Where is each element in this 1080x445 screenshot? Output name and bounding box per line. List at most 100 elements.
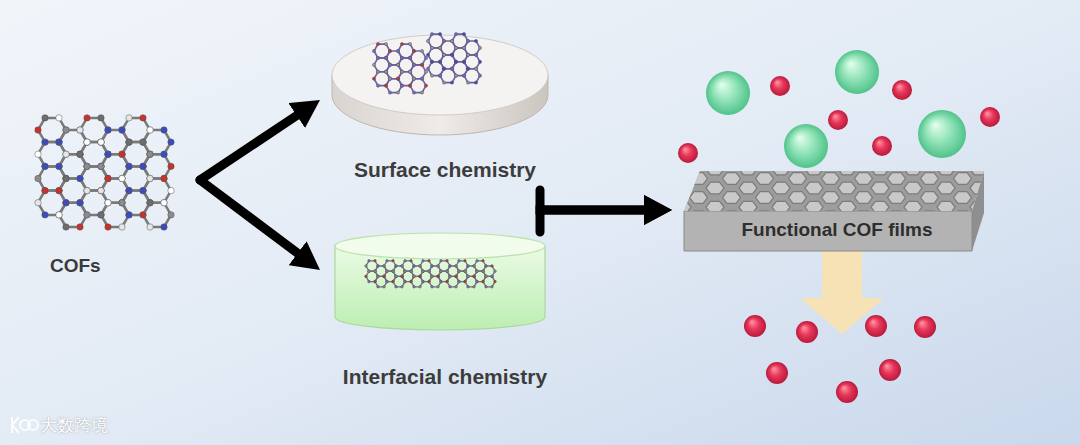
atom — [420, 63, 423, 66]
bond-ring — [410, 79, 426, 93]
flow-arrow — [200, 180, 307, 260]
atom — [473, 275, 476, 278]
small-ion — [892, 80, 912, 100]
node-label: Interfacial chemistry — [320, 365, 570, 389]
atom — [474, 53, 477, 56]
atom — [424, 56, 427, 59]
atom — [140, 115, 146, 121]
atom — [438, 60, 441, 63]
atom — [408, 56, 411, 59]
atom — [56, 187, 62, 193]
atom — [77, 175, 83, 181]
bond-ring — [143, 130, 171, 154]
atom — [455, 265, 458, 268]
pore — [739, 201, 757, 213]
atom — [473, 275, 476, 278]
atom — [63, 127, 69, 133]
atom — [482, 270, 485, 273]
atom — [147, 200, 153, 206]
atom — [491, 275, 494, 278]
atom — [438, 46, 441, 49]
atom — [168, 187, 174, 193]
atom — [450, 81, 453, 84]
atom — [473, 265, 476, 268]
atom — [161, 224, 167, 230]
atom — [140, 187, 146, 193]
pore — [1020, 173, 1038, 185]
atom — [388, 77, 391, 80]
atom — [98, 163, 104, 169]
atom — [449, 275, 452, 278]
atom — [438, 74, 441, 77]
atom — [466, 39, 469, 42]
atom — [140, 139, 146, 145]
pore — [805, 201, 823, 213]
atom — [478, 60, 481, 63]
atom — [450, 53, 453, 56]
atom — [56, 139, 62, 145]
atom — [98, 139, 104, 145]
atom — [422, 270, 425, 273]
atom — [408, 84, 411, 87]
atom — [392, 270, 395, 273]
atom — [458, 270, 461, 273]
small-ion — [872, 136, 892, 156]
atom — [147, 151, 153, 157]
atom — [35, 127, 41, 133]
atom — [450, 67, 453, 70]
atom — [438, 60, 441, 63]
atom — [413, 265, 416, 268]
pore — [937, 182, 955, 194]
bond-ring — [483, 276, 495, 286]
atom — [404, 280, 407, 283]
atom — [392, 270, 395, 273]
flow-arrow — [200, 109, 307, 180]
atom — [419, 265, 422, 268]
atom — [77, 175, 83, 181]
atom — [140, 212, 146, 218]
atom — [440, 270, 443, 273]
atom — [428, 280, 431, 283]
atom — [430, 32, 433, 35]
pore — [805, 163, 823, 175]
atom — [63, 151, 69, 157]
pore — [871, 163, 889, 175]
atom — [105, 224, 111, 230]
atom — [420, 63, 423, 66]
atom — [437, 275, 440, 278]
atom — [464, 270, 467, 273]
atom — [98, 163, 104, 169]
atom — [98, 163, 104, 169]
atom — [383, 285, 386, 288]
pore — [838, 182, 856, 194]
pore — [937, 163, 955, 175]
atom — [147, 151, 153, 157]
atom — [98, 139, 104, 145]
atom — [396, 77, 399, 80]
atom — [412, 63, 415, 66]
atom — [400, 70, 403, 73]
atom — [482, 270, 485, 273]
small-ion — [678, 143, 698, 163]
atom — [400, 84, 403, 87]
large-ion — [918, 110, 966, 158]
node-label: COFs — [50, 255, 101, 277]
pore — [690, 173, 708, 185]
large-ion — [835, 50, 879, 94]
atom — [140, 212, 146, 218]
atom — [438, 74, 441, 77]
atom — [386, 280, 389, 283]
flow-arrow — [540, 210, 656, 232]
atom — [476, 270, 479, 273]
atom — [119, 127, 125, 133]
pore — [888, 192, 906, 204]
atom — [446, 280, 449, 283]
atom — [476, 280, 479, 283]
atom — [442, 53, 445, 56]
pore — [673, 163, 691, 175]
atom — [473, 285, 476, 288]
atom — [395, 265, 398, 268]
logo-stroke — [12, 417, 19, 433]
atom — [476, 280, 479, 283]
